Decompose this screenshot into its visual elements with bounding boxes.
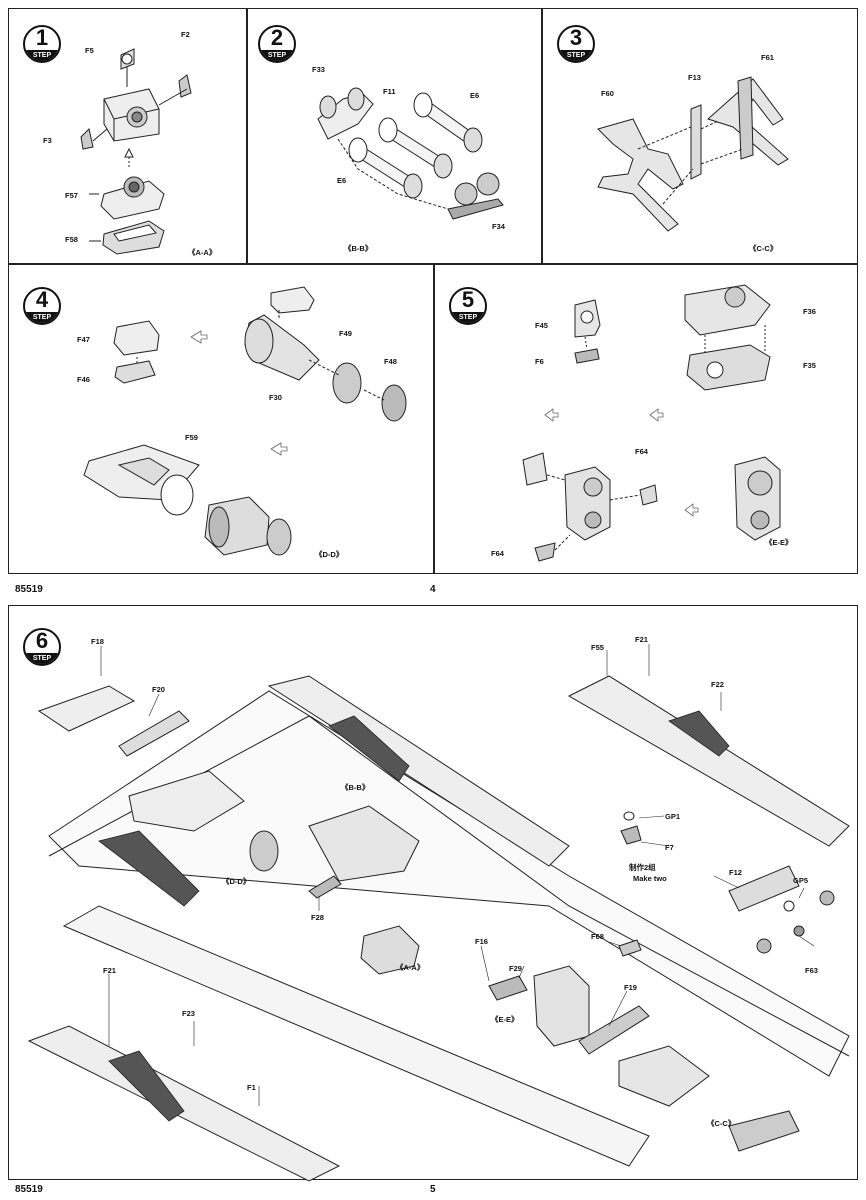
step-6-illustration [9,606,859,1181]
part-label: F1 [247,1083,256,1092]
part-label: GP5 [793,876,809,885]
step-1-illustration [9,9,248,265]
step-5-badge: 5 STEP [449,287,487,325]
part-label: F35 [803,361,816,370]
subassembly-label: 《D-D》 [315,550,344,559]
subassembly-label: 《B-B》 [341,783,370,792]
step-number: 3 [569,25,583,50]
step-5-illustration [435,265,859,575]
part-label: F49 [339,329,352,338]
subassembly-label: 《C-C》 [707,1119,736,1128]
part-label: F64 [635,447,648,456]
part-label: E6 [470,91,480,100]
page-number: 5 [430,1184,436,1195]
page-number: 4 [430,584,436,595]
step-label: STEP [260,50,294,61]
part-label: F36 [803,307,816,316]
subassembly-label: 《A-A》 [188,248,217,257]
part-label: F18 [91,637,104,646]
step-label: STEP [25,312,59,323]
part-label: F33 [312,65,325,74]
subassembly-label: 《A-A》 [396,963,425,972]
part-label: F29 [509,964,522,973]
step-number: 6 [35,628,49,653]
part-label: F28 [311,913,324,922]
step-4-badge: 4 STEP [23,287,61,325]
step-5-panel: 5 STEP F45 [434,264,858,574]
part-label: F16 [475,937,488,946]
part-label: E6 [337,176,347,185]
step-3-badge: 3 STEP [557,25,595,63]
step-2-panel: 2 STEP F33 F11 E6 E6 F34 《B-B》 [247,8,542,264]
step-number: 4 [35,287,49,312]
step-6-panel: 6 STEP [8,605,858,1180]
part-label: F47 [77,335,90,344]
part-label: F12 [729,868,742,877]
part-label: F19 [624,983,637,992]
part-label: F20 [152,685,165,694]
subassembly-label: 《B-B》 [344,244,373,253]
step-label: STEP [25,653,59,664]
part-label: F34 [492,222,505,231]
part-label: GP1 [665,812,681,821]
part-label: F2 [181,30,190,39]
note-make-two-en: Make two [633,874,667,883]
part-label: F6 [535,357,544,366]
part-label: F48 [384,357,397,366]
step-label: STEP [25,50,59,61]
subassembly-label: 《E-E》 [491,1015,519,1024]
step-number: 2 [270,25,284,50]
part-label: F23 [182,1009,195,1018]
kit-number: 85519 [15,1184,43,1195]
part-label: F61 [761,53,774,62]
part-label: F60 [601,89,614,98]
step-4-illustration [9,265,435,575]
part-label: F46 [77,375,90,384]
step-2-illustration [248,9,543,265]
kit-number: 85519 [15,584,43,595]
part-label: F5 [85,46,94,55]
part-label: F3 [43,136,52,145]
step-4-panel: 4 STEP F47 F46 F30 F49 F48 F59 《D- [8,264,434,574]
part-label: F64 [491,549,504,558]
part-label: F11 [383,87,396,96]
step-2-badge: 2 STEP [258,25,296,63]
step-1-badge: 1 STEP [23,25,61,63]
part-label: F7 [665,843,674,852]
part-label: F58 [65,235,78,244]
part-label: F63 [805,966,818,975]
step-label: STEP [451,312,485,323]
step-number: 5 [461,287,475,312]
part-label: F59 [185,433,198,442]
step-label: STEP [559,50,593,61]
part-label: F21 [103,966,116,975]
subassembly-label: 《D-D》 [222,877,251,886]
part-label: F68 [591,932,604,941]
note-make-two-cn: 制作2组 [629,863,656,872]
part-label: F57 [65,191,78,200]
part-label: F13 [688,73,701,82]
step-3-panel: 3 STEP F60 F13 F61 《C-C》 [542,8,858,264]
part-label: F22 [711,680,724,689]
part-label: F45 [535,321,548,330]
part-label: F21 [635,635,648,644]
step-1-panel: 1 STEP F5 F2 F3 F57 F58 《A-A》 [8,8,247,264]
part-label: F55 [591,643,604,652]
subassembly-label: 《C-C》 [749,244,778,253]
step-number: 1 [35,25,49,50]
step-3-illustration [543,9,859,265]
subassembly-label: 《E-E》 [765,538,793,547]
part-label: F30 [269,393,282,402]
step-6-badge: 6 STEP [23,628,61,666]
